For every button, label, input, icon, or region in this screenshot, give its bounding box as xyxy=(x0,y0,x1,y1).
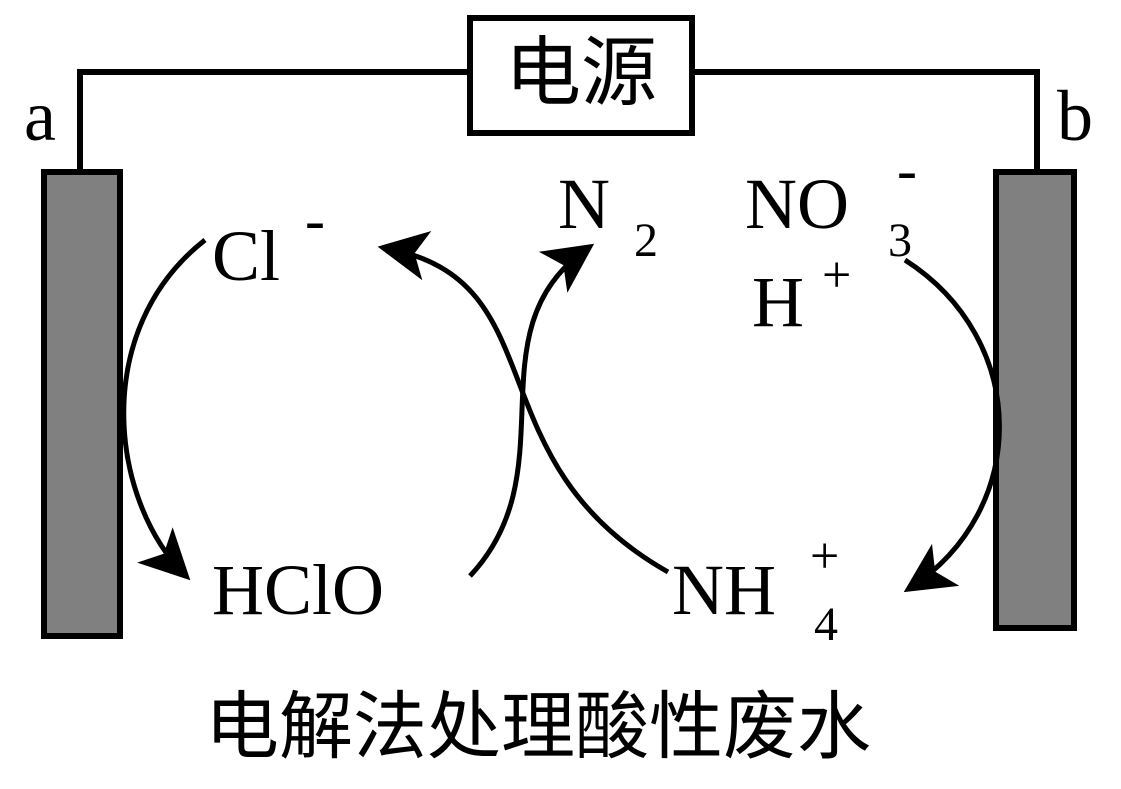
species-ammonium: NH + 4 xyxy=(672,528,839,651)
circuit-wire-right xyxy=(692,69,1040,172)
circuit-wire xyxy=(77,69,470,170)
arrow-cl-to-hclo xyxy=(121,238,207,581)
nitrate-base: NO xyxy=(745,164,849,244)
n2-base: N xyxy=(558,164,610,244)
power-source: 电源 xyxy=(467,15,695,136)
electrode-b: b xyxy=(993,76,1093,631)
species-h-plus: H + xyxy=(752,247,851,342)
electrode-a: a xyxy=(24,76,123,639)
caption: 电解法处理酸性废水 xyxy=(205,687,871,769)
species-nitrate: NO - 3 xyxy=(745,137,917,267)
cl-minus-sup: - xyxy=(305,187,325,253)
power-source-label: 电源 xyxy=(505,32,657,116)
power-source-box xyxy=(467,15,695,136)
electrode-a-plate xyxy=(41,169,123,639)
ammonium-sup: + xyxy=(810,528,839,585)
electrode-b-plate xyxy=(993,169,1077,631)
h-plus-base: H xyxy=(752,262,804,342)
cl-minus-base: Cl xyxy=(212,216,280,296)
arrow-ammonium-to-cl xyxy=(377,231,670,575)
ammonium-sub: 4 xyxy=(814,598,838,651)
ammonium-base: NH xyxy=(672,550,776,630)
species-n2: N 2 xyxy=(558,164,658,267)
electrode-b-label: b xyxy=(1057,76,1093,156)
species-hclo: HClO xyxy=(212,550,384,630)
h-plus-sup: + xyxy=(822,247,851,304)
n2-sub: 2 xyxy=(634,214,658,267)
nitrate-sub: 3 xyxy=(888,214,912,267)
arrow-nitrate-to-ammonium xyxy=(903,257,1002,593)
arrow-hclo-to-n2 xyxy=(468,243,595,578)
nitrate-sup: - xyxy=(897,137,917,203)
species-cl-minus: Cl - xyxy=(212,187,325,296)
electrode-a-label: a xyxy=(24,76,56,156)
